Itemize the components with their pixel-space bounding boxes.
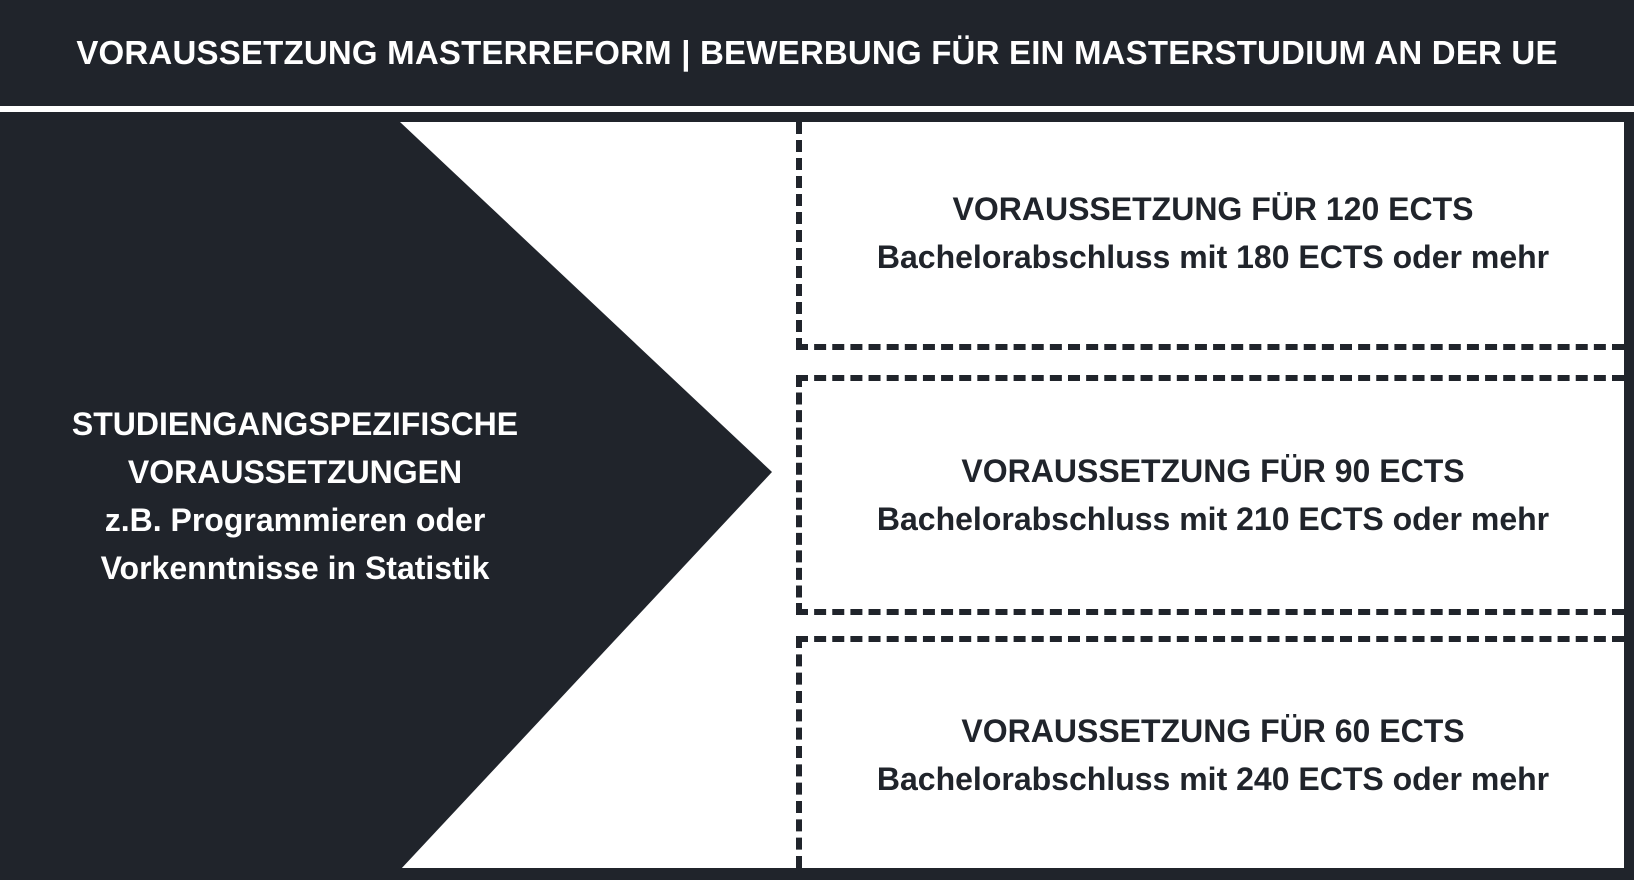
requirement-box-90-ects: VORAUSSETZUNG FÜR 90 ECTS Bachelorabschl… [796,375,1624,615]
requirement-title: VORAUSSETZUNG FÜR 90 ECTS [961,453,1465,489]
left-panel-line: STUDIENGANGSPEZIFISCHE [71,406,519,442]
page-title: VORAUSSETZUNG MASTERREFORM | BEWERBUNG F… [76,34,1558,71]
left-panel-line: VORAUSSETZUNGEN [127,454,463,490]
requirement-description: Bachelorabschluss mit 180 ECTS oder mehr [876,239,1550,275]
header-banner: VORAUSSETZUNG MASTERREFORM | BEWERBUNG F… [0,0,1634,106]
requirement-description: Bachelorabschluss mit 210 ECTS oder mehr [876,501,1550,537]
requirement-box-60-ects: VORAUSSETZUNG FÜR 60 ECTS Bachelorabschl… [796,636,1624,868]
requirement-description: Bachelorabschluss mit 240 ECTS oder mehr [876,761,1550,797]
requirement-title: VORAUSSETZUNG FÜR 120 ECTS [952,191,1474,227]
subject-specific-requirements: STUDIENGANGSPEZIFISCHE VORAUSSETZUNGEN z… [40,400,550,592]
requirement-title: VORAUSSETZUNG FÜR 60 ECTS [961,713,1465,749]
requirement-box-120-ects: VORAUSSETZUNG FÜR 120 ECTS Bachelorabsch… [796,122,1624,350]
left-panel-line: Vorkenntnisse in Statistik [100,550,490,586]
chevron-arrow-shape [0,122,772,870]
left-panel-line: z.B. Programmieren oder [104,502,486,538]
